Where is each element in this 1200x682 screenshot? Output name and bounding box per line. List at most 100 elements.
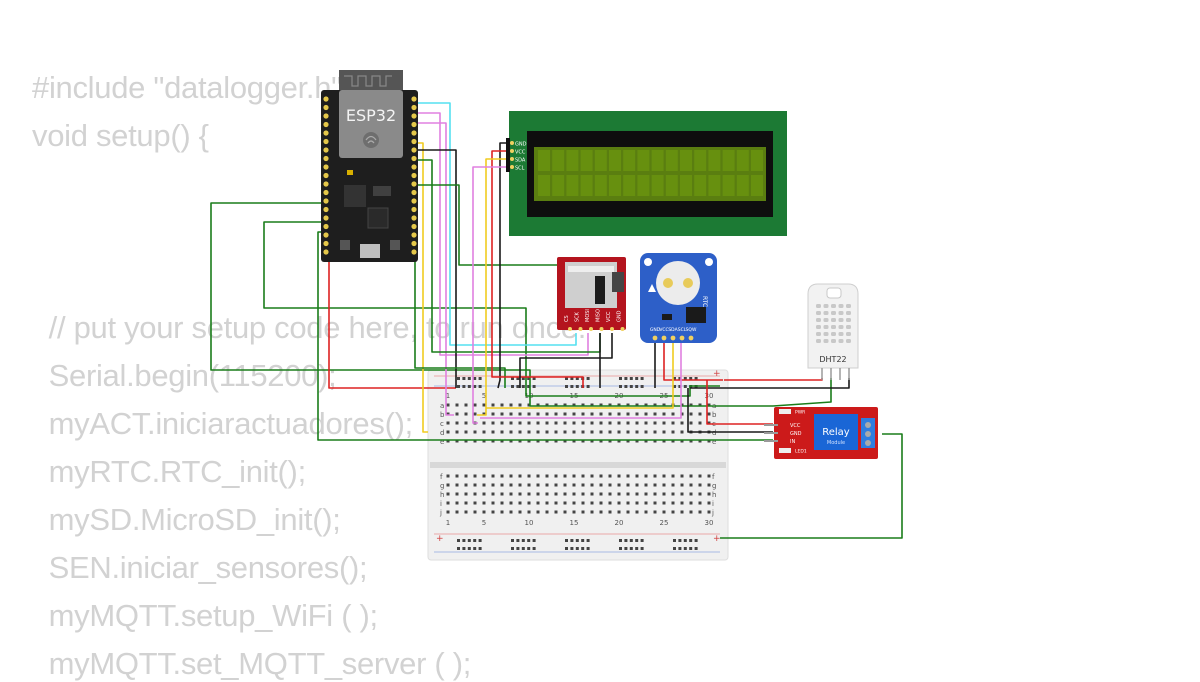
- hole: [635, 483, 639, 487]
- lcd-char-cell: [552, 175, 565, 196]
- sd-chip: [595, 276, 605, 304]
- rail-hole: [511, 377, 514, 380]
- wire-pink: [480, 342, 682, 419]
- code-line: myACT.iniciaractuadores();: [32, 406, 414, 441]
- hole: [527, 510, 531, 514]
- hole: [446, 430, 450, 434]
- dht22-sensor: DHT22: [807, 283, 859, 380]
- rail-hole: [629, 547, 633, 550]
- wire-pink: [472, 166, 512, 424]
- rail-hole: [457, 385, 460, 388]
- rail-hole: [683, 547, 687, 550]
- rail-plus: +: [713, 534, 721, 544]
- hole: [698, 403, 702, 407]
- esp32-pin: [411, 240, 417, 247]
- dht22-grille-slot: [831, 311, 836, 315]
- lcd-pin: [510, 149, 514, 153]
- esp32-pin: [411, 138, 417, 145]
- hole: [455, 430, 459, 434]
- hole: [662, 412, 666, 416]
- hole: [590, 492, 594, 496]
- rail-hole: [467, 547, 471, 550]
- hole: [617, 510, 621, 514]
- hole: [599, 510, 603, 514]
- rail-hole: [511, 547, 514, 550]
- hole: [617, 421, 621, 425]
- hole: [527, 430, 531, 434]
- esp32-pin: [411, 147, 417, 153]
- relay-led-label: PWR: [795, 410, 805, 416]
- rail-hole: [635, 547, 639, 550]
- hole: [590, 483, 594, 487]
- esp32-pin: [411, 155, 417, 162]
- lcd-char-cell: [538, 175, 550, 196]
- lcd-char-cell: [651, 175, 664, 196]
- esp32-pin: [323, 138, 329, 145]
- hole: [509, 439, 513, 443]
- hole: [635, 501, 639, 505]
- hole: [536, 492, 540, 496]
- hole: [500, 412, 504, 416]
- hole: [653, 403, 657, 407]
- hole: [482, 430, 486, 434]
- row-letter: e: [712, 438, 716, 446]
- hole: [617, 474, 621, 478]
- rail-hole: [527, 385, 531, 388]
- rail-hole: [521, 385, 525, 388]
- dht22-grille-slot: [831, 304, 836, 308]
- esp32-pin: [411, 232, 417, 238]
- hole: [491, 412, 495, 416]
- rail-hole: [527, 539, 531, 542]
- esp32-chip: [367, 207, 389, 229]
- rtc-pin-label: SDA: [668, 327, 678, 333]
- dht22-grille-slot: [816, 311, 821, 315]
- hole: [698, 439, 702, 443]
- rail-hole: [635, 385, 639, 388]
- hole: [707, 439, 711, 443]
- relay-led: [779, 448, 791, 453]
- rail-hole: [478, 377, 482, 380]
- sd-pin-label: CS: [564, 315, 570, 322]
- rtc-pin-label: SCL: [678, 327, 687, 333]
- hole: [599, 474, 603, 478]
- hole: [698, 501, 702, 505]
- hole: [608, 439, 612, 443]
- hole: [455, 510, 459, 514]
- lcd-pin-label: VCC: [515, 150, 526, 156]
- rail-hole: [619, 547, 622, 550]
- esp32-pin: [323, 164, 329, 170]
- hole: [536, 483, 540, 487]
- rail-hole: [467, 539, 471, 542]
- hole: [662, 430, 666, 434]
- code-line: #include "datalogger.h": [32, 70, 342, 105]
- hole: [509, 483, 513, 487]
- rail-hole: [511, 385, 514, 388]
- sd-pin-label: GND: [617, 310, 623, 322]
- hole: [635, 412, 639, 416]
- wire-yellow: [486, 342, 674, 409]
- row-letter: h: [712, 491, 716, 499]
- hole: [671, 501, 675, 505]
- hole: [662, 403, 666, 407]
- hole: [572, 510, 576, 514]
- hole: [527, 492, 531, 496]
- hole: [518, 421, 522, 425]
- hole: [608, 510, 612, 514]
- row-letter: f: [440, 473, 443, 481]
- hole: [563, 483, 567, 487]
- relay-sublabel: Module: [827, 440, 845, 446]
- esp32-pin: [323, 113, 329, 119]
- hole: [446, 439, 450, 443]
- hole: [707, 474, 711, 478]
- hole: [689, 492, 693, 496]
- lcd-pin-label: SDA: [515, 158, 526, 164]
- hole: [581, 510, 585, 514]
- rail-hole: [570, 547, 574, 550]
- hole: [680, 421, 684, 425]
- hole: [626, 492, 630, 496]
- rail-hole: [570, 539, 574, 542]
- hole: [554, 412, 558, 416]
- hole: [545, 510, 549, 514]
- esp32-led: [347, 170, 353, 175]
